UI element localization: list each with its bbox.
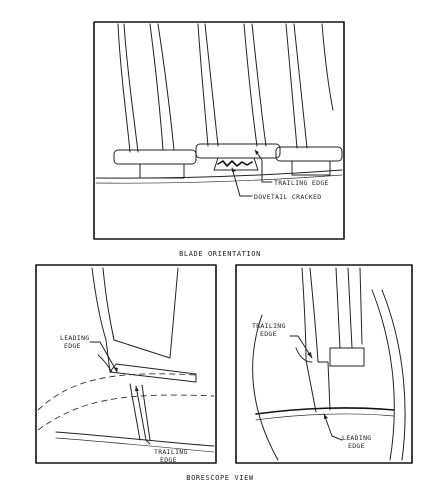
dovetail-1	[139, 163, 185, 179]
blade-4	[243, 23, 267, 147]
right-leading-edge-callout-line2: EDGE	[348, 442, 365, 450]
borescope-view-caption: BORESCOPE VIEW	[186, 474, 254, 482]
dovetail-2	[213, 157, 259, 171]
disk-rim	[95, 169, 343, 179]
blade-orientation-panel: TRAILING EDGE DOVETAIL CRACKED BLADE ORI…	[93, 21, 345, 258]
platform-1	[113, 149, 197, 165]
right-panel-frame	[235, 264, 413, 464]
blade-3	[197, 23, 219, 147]
top-dovetail-cracked-callout: DOVETAIL CRACKED	[254, 193, 321, 201]
left-panel-frame	[35, 264, 217, 464]
dovetail-crack	[217, 160, 253, 167]
platform-3	[275, 146, 343, 162]
blade-orientation-caption: BLADE ORIENTATION	[179, 250, 261, 258]
blade-5	[285, 23, 308, 149]
top-trailing-edge-callout: TRAILING EDGE	[274, 179, 329, 187]
dovetail-3	[291, 160, 331, 176]
blade-2	[149, 23, 175, 151]
blade-1	[117, 23, 139, 153]
left-trailing-edge-callout-line1: TRAILING	[154, 448, 188, 456]
right-trailing-edge-callout-line1: TRAILING	[252, 322, 286, 330]
left-trailing-edge-callout-line2: EDGE	[160, 456, 177, 464]
top-panel-frame	[93, 21, 345, 240]
right-trailing-edge-callout-line2: EDGE	[260, 330, 277, 338]
borescope-left-panel: LEADING EDGE TRAILING EDGE	[35, 264, 217, 464]
right-leading-edge-callout-line1: LEADING	[342, 434, 372, 442]
platform-2	[195, 143, 281, 159]
borescope-right-panel: TRAILING EDGE LEADING EDGE	[235, 264, 413, 464]
left-leading-edge-callout-line2: EDGE	[64, 342, 81, 350]
blade-6	[321, 23, 334, 111]
left-leading-edge-callout-line1: LEADING	[60, 334, 90, 342]
